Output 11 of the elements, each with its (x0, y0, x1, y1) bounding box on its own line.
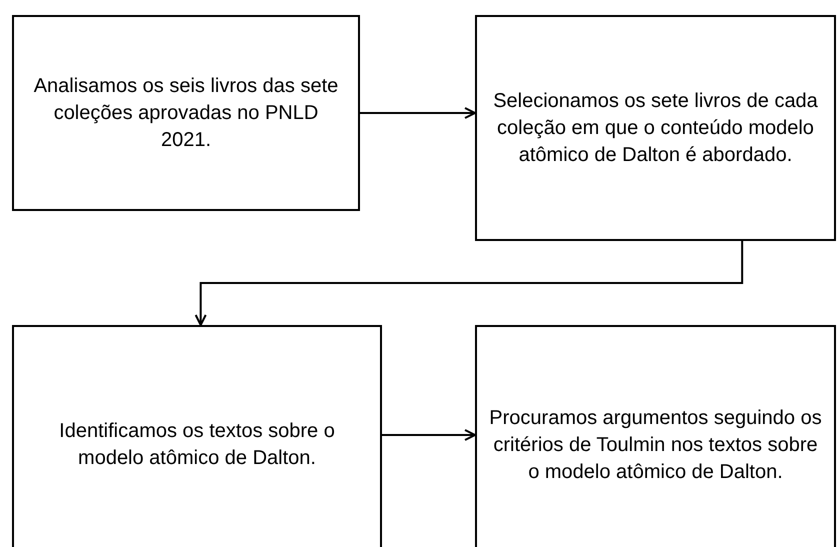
process-box (475, 15, 836, 241)
arrow (360, 107, 476, 119)
process-box (12, 325, 382, 547)
process-box (475, 325, 836, 547)
arrow (382, 429, 476, 441)
step-text: Analisamos os seis livros das sete coleções aprovadas no PNLD 2021. (32, 74, 340, 152)
process-box (12, 15, 360, 211)
step-text: Selecionamos os sete livros de cada coleção em que o conteúdo modelo atômico de Dalton é abordado. (492, 88, 819, 168)
arrow (194, 241, 744, 326)
step-text: Identificamos os textos sobre o modelo atômico de Dalton. (58, 419, 336, 471)
step-text: Procuramos argumentos seguindo os critérios de Toulmin nos textos sobre o modelo atômico de Dalton. (489, 406, 822, 484)
